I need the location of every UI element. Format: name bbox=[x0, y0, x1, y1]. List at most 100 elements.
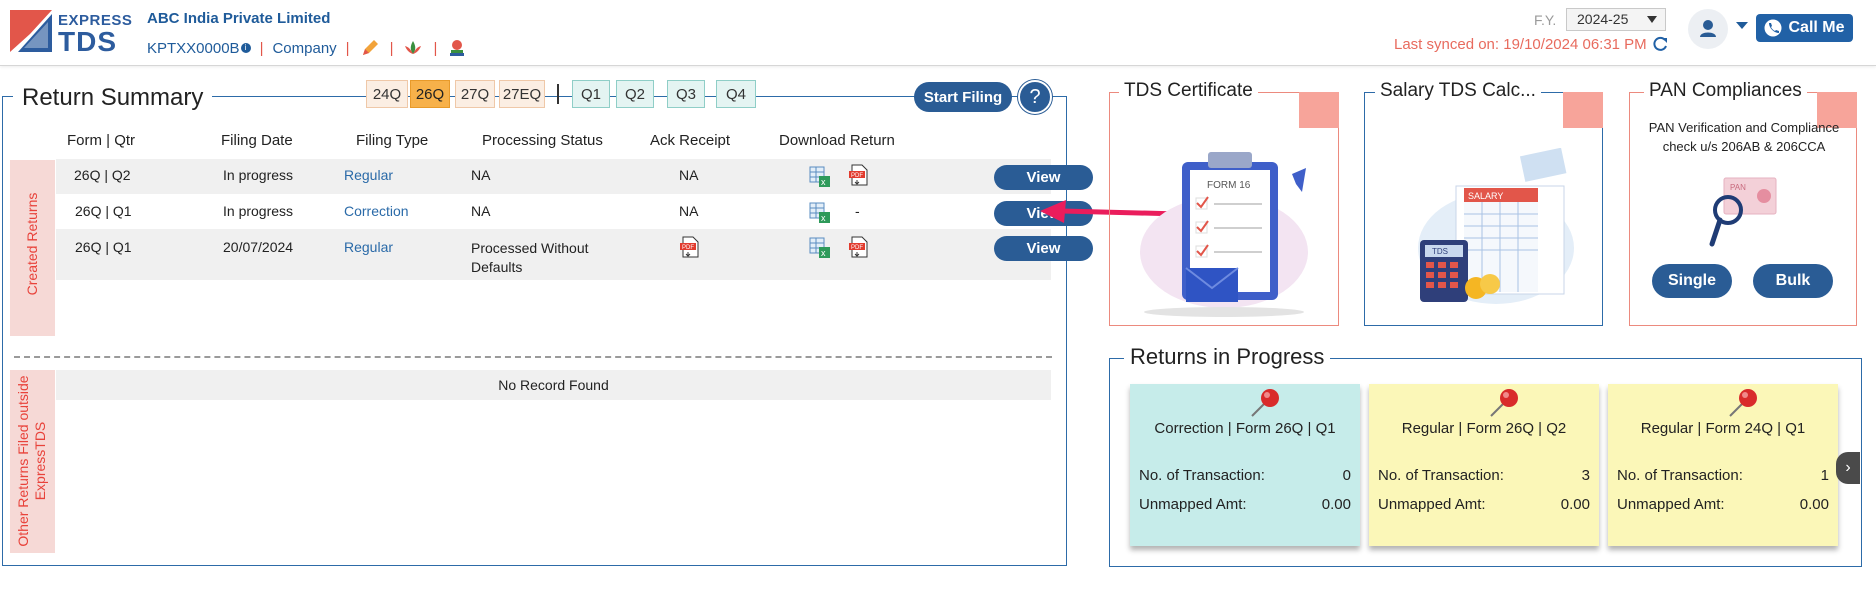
filing-type-cell[interactable]: Correction bbox=[344, 203, 409, 219]
unmapped-amount-label: Unmapped Amt: bbox=[1378, 496, 1486, 513]
svg-text:PDF: PDF bbox=[682, 245, 694, 251]
view-button[interactable]: View bbox=[994, 236, 1093, 261]
pdf-download-icon[interactable]: PDF bbox=[847, 235, 871, 259]
card-corner-accent bbox=[1817, 92, 1857, 128]
tab-q1[interactable]: Q1 bbox=[572, 80, 610, 108]
salary-tds-calc-title: Salary TDS Calc... bbox=[1375, 80, 1541, 102]
progress-card-heading: Regular | Form 26Q | Q2 bbox=[1401, 420, 1567, 437]
ack-cell: NA bbox=[679, 203, 699, 219]
svg-text:PDF: PDF bbox=[851, 173, 863, 179]
tab-26q[interactable]: 26Q bbox=[410, 80, 450, 108]
tab-27q[interactable]: 27Q bbox=[455, 80, 495, 108]
download-return-cell: - bbox=[855, 203, 860, 219]
lotus-icon[interactable] bbox=[402, 37, 424, 59]
col-download-return: Download Return bbox=[779, 132, 895, 149]
progress-card[interactable]: Regular | Form 24Q | Q1 No. of Transacti… bbox=[1608, 384, 1838, 546]
col-filing-type: Filing Type bbox=[356, 132, 429, 149]
view-button[interactable]: View bbox=[994, 165, 1093, 190]
excel-download-icon[interactable]: x bbox=[808, 200, 832, 224]
pdf-download-icon[interactable]: PDF bbox=[847, 163, 871, 187]
transaction-count: 1 bbox=[1820, 467, 1829, 484]
sync-icon[interactable] bbox=[1650, 34, 1670, 54]
express-tds-logo[interactable]: EXPRESS TDS bbox=[8, 8, 132, 57]
no-record-message: No Record Found bbox=[56, 370, 1051, 400]
col-processing-status: Processing Status bbox=[482, 132, 603, 149]
table-row: 26Q | Q2 In progress Regular NA NA x PDF… bbox=[56, 159, 1093, 194]
fy-select[interactable]: 2024-25 bbox=[1566, 8, 1666, 31]
separator: | bbox=[259, 39, 264, 57]
filing-date-cell: 20/07/2024 bbox=[223, 239, 294, 255]
status-cell: NA bbox=[471, 203, 491, 219]
ack-cell: NA bbox=[679, 167, 699, 183]
filing-date-cell: In progress bbox=[223, 167, 294, 183]
pdf-download-icon[interactable]: PDF bbox=[678, 235, 702, 259]
svg-text:x: x bbox=[821, 177, 826, 187]
filing-type-cell[interactable]: Regular bbox=[344, 167, 394, 183]
progress-card-heading: Regular | Form 24Q | Q1 bbox=[1640, 420, 1806, 437]
excel-download-icon[interactable]: x bbox=[808, 164, 832, 188]
created-returns-label-box: Created Returns bbox=[10, 160, 55, 336]
form-qtr-cell: 26Q | Q1 bbox=[75, 203, 132, 219]
created-returns-label: Created Returns bbox=[24, 192, 40, 296]
tab-divider bbox=[557, 84, 559, 104]
excel-download-icon[interactable]: x bbox=[808, 235, 832, 259]
unmapped-amount-label: Unmapped Amt: bbox=[1617, 496, 1725, 513]
start-filing-button[interactable]: Start Filing bbox=[914, 82, 1012, 112]
chevron-down-icon bbox=[1647, 16, 1657, 23]
status-line2: Defaults bbox=[471, 259, 523, 275]
top-header: EXPRESS TDS ABC India Private Limited KP… bbox=[0, 0, 1876, 66]
table-row: 26Q | Q1 In progress Correction NA NA x … bbox=[56, 194, 1093, 229]
pencil-icon[interactable] bbox=[359, 37, 381, 59]
pan-compliances-title: PAN Compliances bbox=[1644, 80, 1807, 102]
returns-in-progress-title: Returns in Progress bbox=[1124, 344, 1331, 370]
form16-label: FORM 16 bbox=[1207, 180, 1251, 191]
section-divider bbox=[14, 356, 1052, 358]
filing-type-cell[interactable]: Regular bbox=[344, 239, 394, 255]
card-corner-accent bbox=[1563, 92, 1603, 128]
status-cell: NA bbox=[471, 167, 491, 183]
chevron-right-icon[interactable]: › bbox=[1836, 452, 1860, 484]
info-icon[interactable]: i bbox=[240, 43, 251, 53]
last-synced-text: Last synced on: 19/10/2024 06:31 PM bbox=[1394, 36, 1647, 53]
col-ack-receipt: Ack Receipt bbox=[650, 132, 731, 149]
help-icon[interactable]: ? bbox=[1018, 80, 1052, 114]
status-cell: Processed Without Defaults bbox=[471, 239, 589, 277]
filing-date-cell: In progress bbox=[223, 203, 294, 219]
separator: | bbox=[345, 39, 350, 57]
user-avatar[interactable] bbox=[1688, 9, 1728, 49]
tds-certificate-title: TDS Certificate bbox=[1119, 80, 1258, 102]
unmapped-amount: 0.00 bbox=[1799, 496, 1829, 513]
phone-icon bbox=[1764, 19, 1782, 37]
tan-number: KPTXX0000B bbox=[147, 39, 240, 57]
progress-card[interactable]: Regular | Form 26Q | Q2 No. of Transacti… bbox=[1369, 384, 1599, 546]
progress-card[interactable]: Correction | Form 26Q | Q1 No. of Transa… bbox=[1130, 384, 1360, 546]
call-me-button[interactable]: Call Me bbox=[1756, 14, 1853, 42]
user-menu-chevron-icon[interactable] bbox=[1736, 22, 1748, 29]
svg-text:PDF: PDF bbox=[851, 245, 863, 251]
transaction-label: No. of Transaction: bbox=[1378, 467, 1504, 484]
emblem-icon[interactable] bbox=[446, 37, 468, 59]
card-corner-accent bbox=[1299, 92, 1339, 128]
single-button[interactable]: Single bbox=[1652, 264, 1732, 298]
pushpin-icon bbox=[1251, 389, 1279, 417]
unmapped-amount: 0.00 bbox=[1560, 496, 1590, 513]
pan-description-line1: PAN Verification and Compliance bbox=[1648, 120, 1840, 135]
tab-q3[interactable]: Q3 bbox=[667, 80, 705, 108]
separator: | bbox=[433, 39, 438, 57]
tab-q2[interactable]: Q2 bbox=[616, 80, 654, 108]
pushpin-icon bbox=[1729, 389, 1757, 417]
other-returns-label-line1: Other Returns Filed outside bbox=[15, 375, 31, 547]
bulk-button[interactable]: Bulk bbox=[1753, 264, 1833, 298]
other-returns-label-box: Other Returns Filed outside ExpressTDS bbox=[10, 370, 55, 553]
pan-description: PAN Verification and Compliance check u/… bbox=[1636, 118, 1852, 156]
tab-q4[interactable]: Q4 bbox=[716, 80, 756, 108]
pan-description-line2: check u/s 206AB & 206CCA bbox=[1662, 139, 1826, 154]
calc-label: TDS bbox=[1432, 247, 1448, 256]
col-filing-date: Filing Date bbox=[221, 132, 293, 149]
svg-text:x: x bbox=[821, 213, 826, 223]
col-form-qtr: Form | Qtr bbox=[67, 132, 136, 149]
tab-24q[interactable]: 24Q bbox=[366, 80, 408, 108]
tab-27eq[interactable]: 27EQ bbox=[499, 80, 545, 108]
company-name[interactable]: ABC India Private Limited bbox=[147, 10, 331, 27]
